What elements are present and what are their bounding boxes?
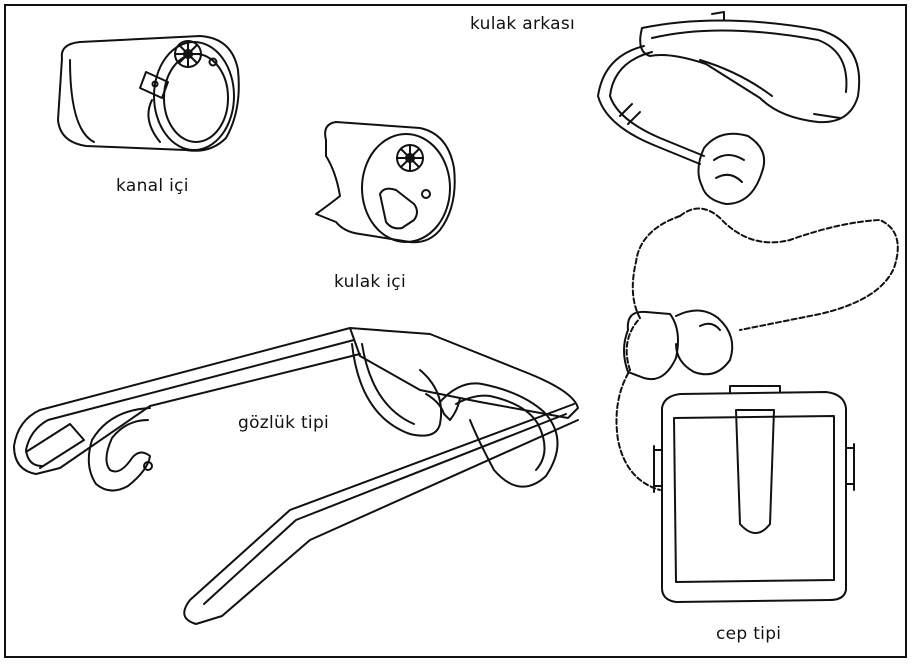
eyeglass-hearing-aid-drawing bbox=[14, 328, 578, 624]
behind-the-ear-hearing-aid-drawing bbox=[598, 12, 859, 204]
canal-hearing-aid-drawing bbox=[58, 36, 239, 151]
label-kulak-arkasi: kulak arkası bbox=[470, 14, 575, 34]
in-the-ear-hearing-aid-drawing bbox=[316, 122, 455, 242]
label-cep-tipi: cep tipi bbox=[716, 624, 781, 644]
pocket-hearing-aid-drawing bbox=[617, 208, 898, 602]
label-gozluk-tipi: gözlük tipi bbox=[238, 413, 329, 433]
label-kanal-ici: kanal içi bbox=[116, 176, 189, 196]
label-kulak-ici: kulak içi bbox=[334, 272, 406, 292]
